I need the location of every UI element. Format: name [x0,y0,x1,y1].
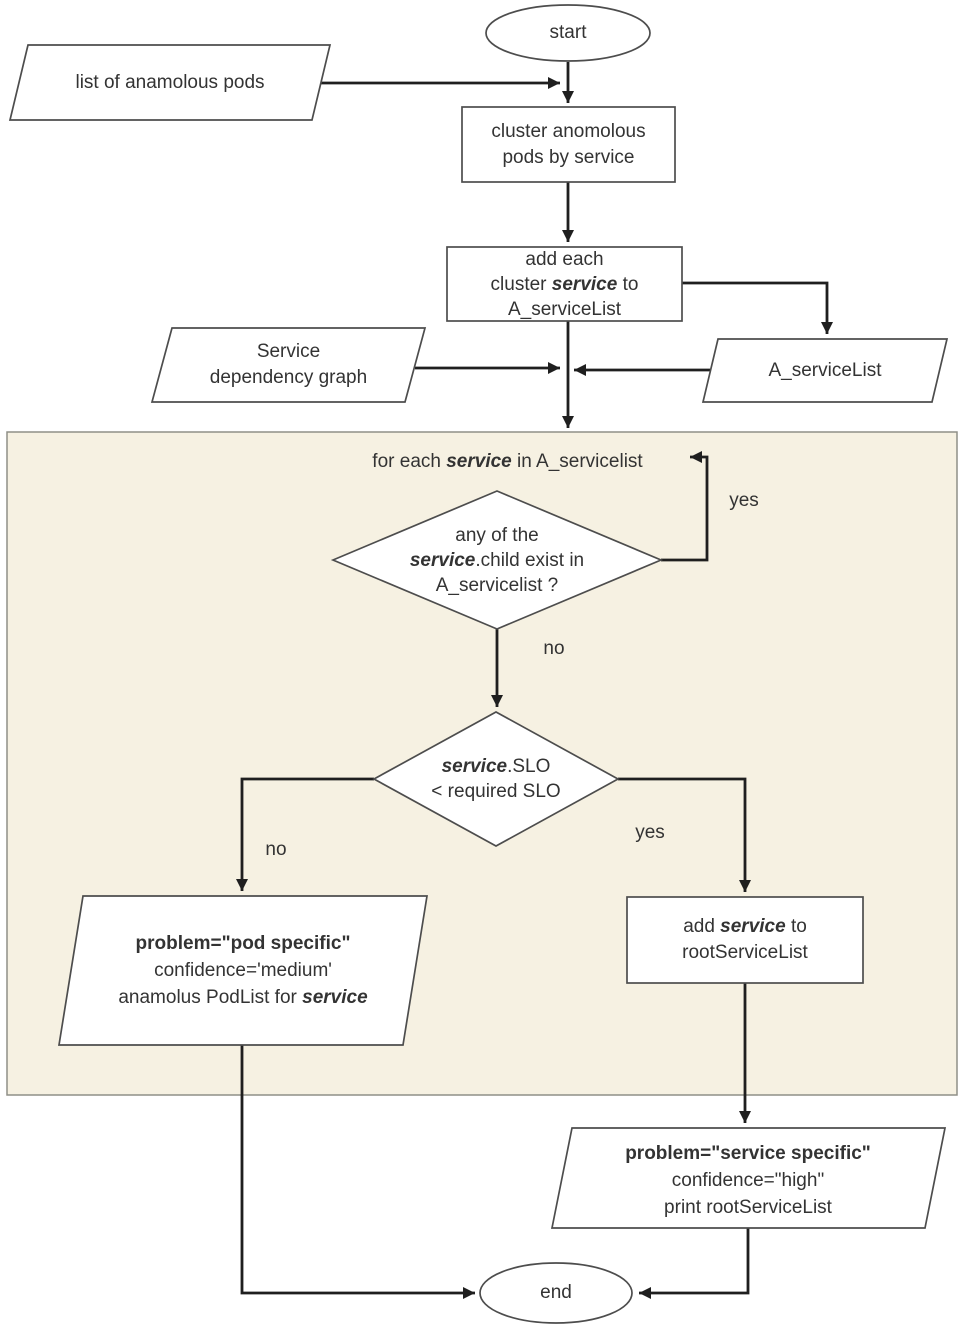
edge-addeach-to-aservicelist [682,281,833,334]
pod-specific-shape [58,895,428,1046]
input-pods-shape [8,44,332,121]
edge-slocheck-no-to-podspecific [236,777,374,891]
edge-slocheck-yes-to-addroot [618,777,751,892]
service-dep-shape [150,327,427,403]
edge-podspecific-to-end [240,1045,475,1299]
loop-yes-label: yes [729,490,759,511]
add-root-shape [626,896,864,984]
cluster-pods-shape [461,106,676,183]
slo-no-label: no [265,839,287,860]
end-node-shape [479,1262,633,1324]
edge-yes-loopback [661,451,709,562]
add-each-shape [446,246,683,322]
a-servicelist-shape [701,338,949,403]
any-child-decision-shape [330,490,664,630]
slo-decision-shape [372,711,620,847]
edge-servicespecific-to-end [639,1228,750,1299]
service-specific-shape [550,1127,947,1229]
slo-yes-label: yes [635,822,665,843]
start-node-shape [485,4,651,62]
child-no-label: no [543,638,565,659]
